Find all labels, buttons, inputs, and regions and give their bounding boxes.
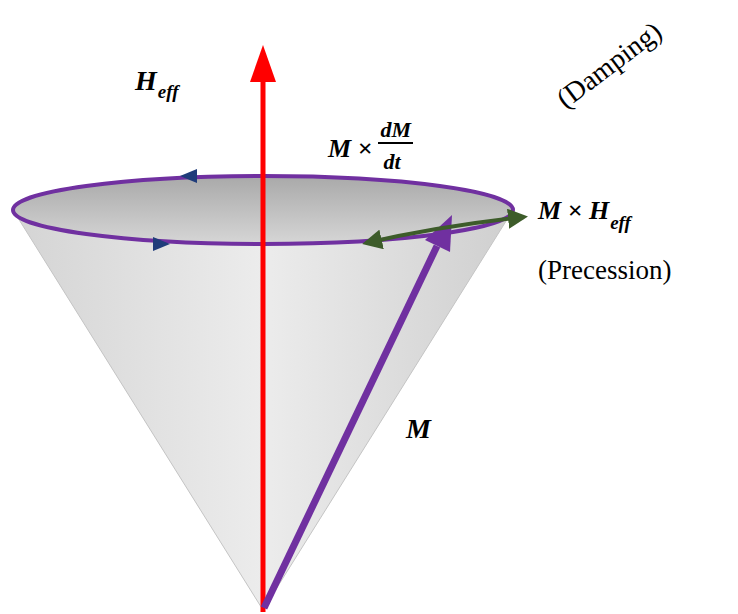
term-symbol: M × H bbox=[538, 197, 609, 226]
field-symbol: H bbox=[135, 66, 157, 97]
vector-symbol: M bbox=[406, 414, 431, 445]
torque-arrow bbox=[366, 217, 524, 243]
magnetization-arrowhead bbox=[425, 215, 452, 252]
term-caption: (Damping) bbox=[551, 16, 668, 115]
fraction-numerator: dM bbox=[378, 118, 413, 144]
fraction-denominator: dt bbox=[383, 150, 400, 174]
orbit-direction-arrow bbox=[153, 237, 170, 251]
subscript: eff bbox=[610, 213, 631, 234]
term-symbol: M × bbox=[328, 135, 372, 164]
orbit-direction-arrow bbox=[180, 169, 197, 183]
subscript: eff bbox=[158, 82, 179, 103]
magnetization-vector bbox=[264, 246, 437, 608]
term-caption: (Precession) bbox=[538, 256, 671, 286]
field-vector bbox=[261, 80, 266, 612]
field-arrowhead bbox=[250, 45, 276, 82]
